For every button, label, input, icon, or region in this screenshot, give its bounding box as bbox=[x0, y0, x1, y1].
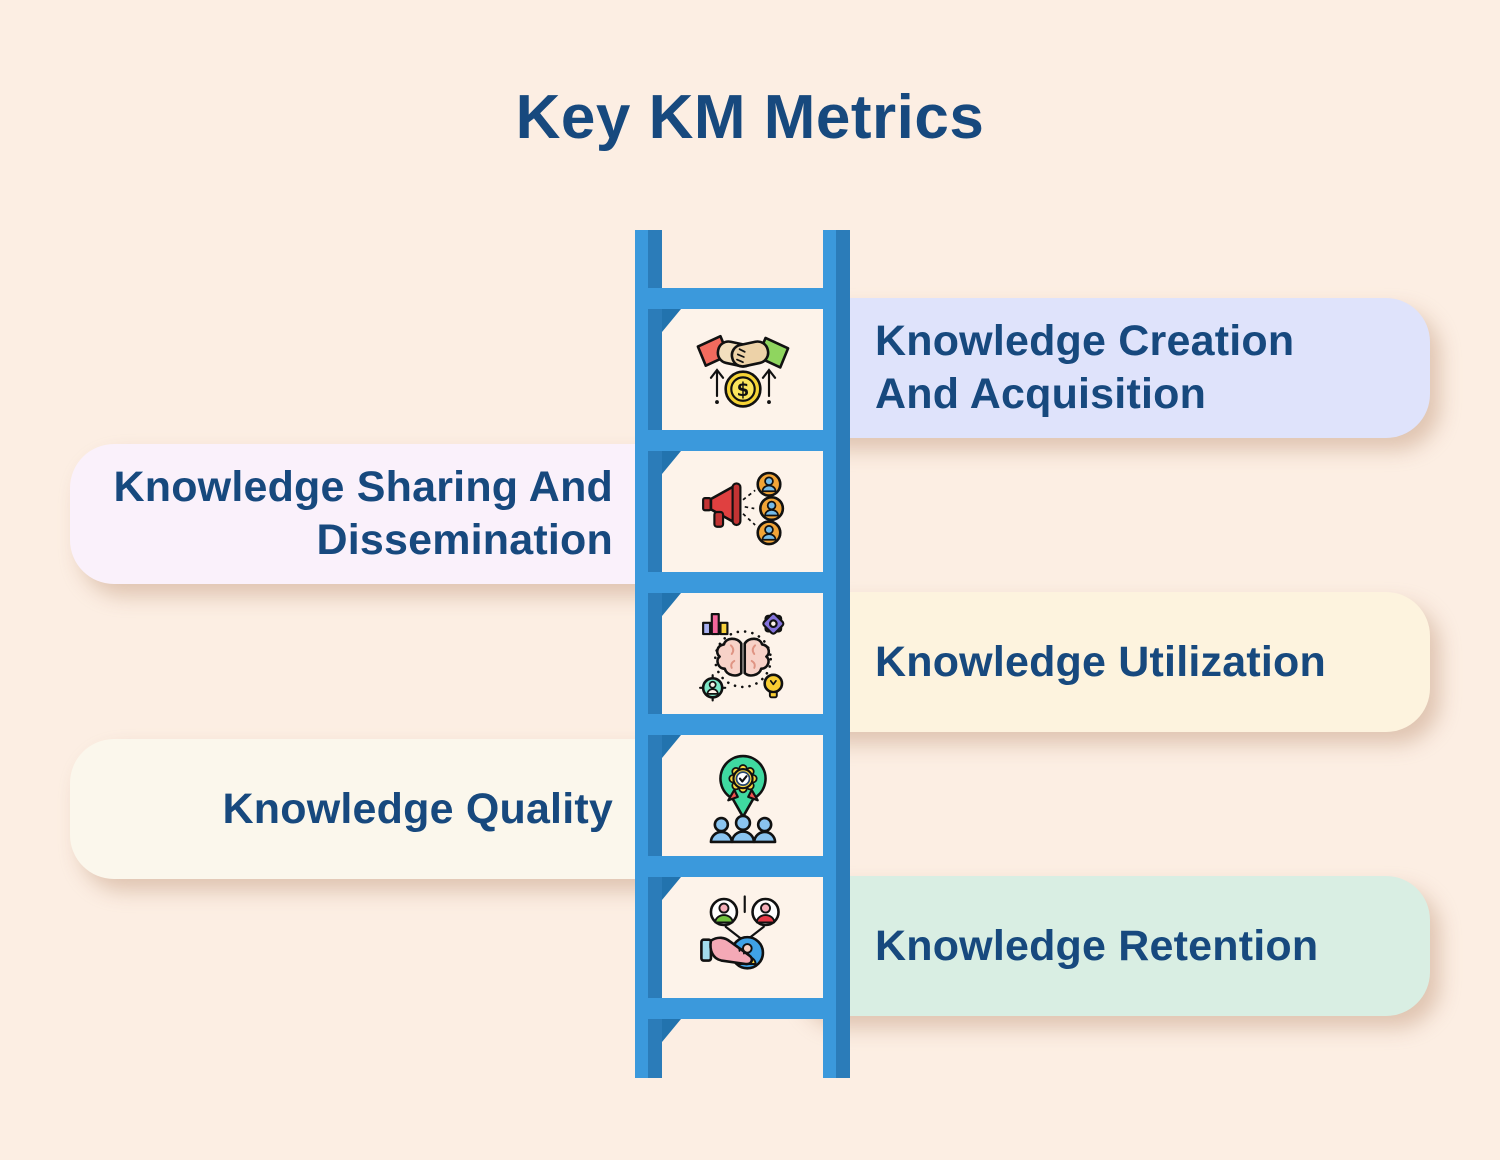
ladder-rung-6 bbox=[648, 998, 836, 1019]
ladder-panel-1: $ bbox=[662, 309, 823, 430]
hand-holding-people-icon bbox=[699, 894, 780, 970]
rung-shadow bbox=[662, 1019, 681, 1042]
ladder-panel-2 bbox=[662, 451, 823, 572]
handshake-money-icon: $ bbox=[696, 334, 789, 408]
megaphone-audience-icon bbox=[701, 471, 784, 545]
ladder-rung-2 bbox=[648, 430, 836, 451]
card-label: Knowledge Quality bbox=[222, 784, 613, 833]
page-title: Key KM Metrics bbox=[515, 83, 985, 152]
ladder-right-rail bbox=[823, 230, 850, 1078]
ladder-rung-5 bbox=[648, 856, 836, 877]
card-label: Knowledge Sharing And Dissemination bbox=[113, 463, 613, 564]
card-label: Knowledge Retention bbox=[875, 921, 1319, 970]
card-knowledge-utilization: Knowledge Utilization bbox=[790, 592, 1430, 732]
ladder-panel-3 bbox=[662, 593, 823, 714]
brain-process-icon bbox=[698, 612, 784, 701]
card-label: Knowledge Utilization bbox=[875, 637, 1326, 686]
card-label: Knowledge Creation And Acquisition bbox=[875, 317, 1295, 418]
ladder-panel-4 bbox=[662, 735, 823, 856]
ladder-rung-4 bbox=[648, 714, 836, 735]
ladder-rung-3 bbox=[648, 572, 836, 593]
ladder-left-rail bbox=[635, 230, 662, 1078]
card-knowledge-retention: Knowledge Retention bbox=[790, 876, 1430, 1016]
card-knowledge-sharing: Knowledge Sharing And Dissemination bbox=[70, 444, 700, 584]
ladder-panel-5 bbox=[662, 877, 823, 998]
card-knowledge-creation: Knowledge Creation And Acquisition bbox=[790, 298, 1430, 438]
svg-text:$: $ bbox=[736, 380, 749, 401]
ladder-rung-1 bbox=[648, 288, 836, 309]
award-badge-team-icon bbox=[709, 754, 776, 843]
card-knowledge-quality: Knowledge Quality bbox=[70, 739, 700, 879]
